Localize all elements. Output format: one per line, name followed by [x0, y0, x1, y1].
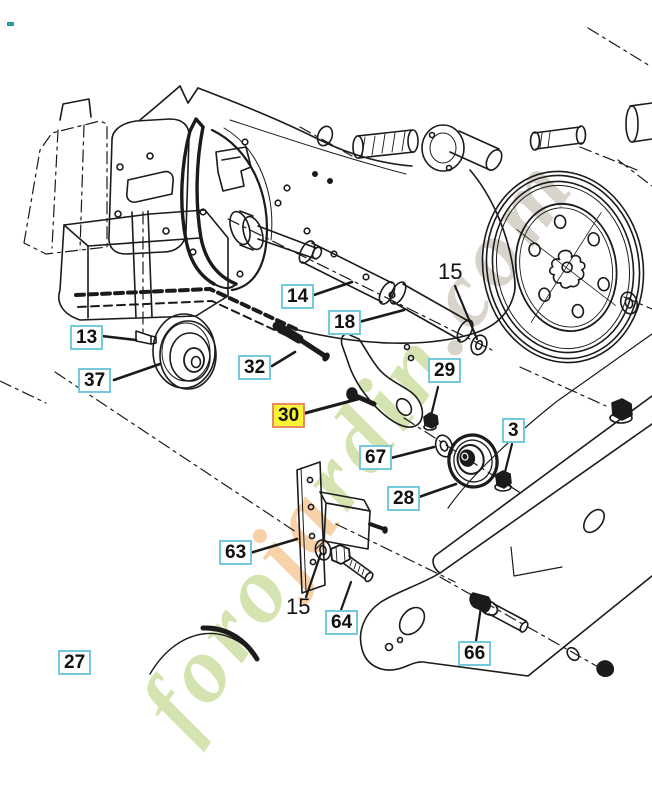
part-label-28[interactable]: 28: [387, 486, 421, 511]
artifact-mark: [7, 22, 14, 26]
drive-belt-lower: [76, 289, 298, 340]
part-label-63[interactable]: 63: [219, 540, 253, 565]
shaft-18: [387, 280, 476, 345]
part-label-67[interactable]: 67: [359, 445, 393, 470]
watermark: forojardin.com: [118, 135, 597, 754]
tine-tube: [531, 126, 586, 150]
pin-13: [136, 331, 156, 344]
part-label-32[interactable]: 32: [238, 355, 272, 380]
leader-lines: [102, 282, 512, 641]
bolt-66: [470, 593, 529, 633]
part-label-27[interactable]: 27: [58, 650, 92, 675]
nut-right-edge: [610, 399, 632, 423]
tension-arm: [342, 334, 423, 427]
bolt-64: [331, 545, 374, 583]
washer-15-top: [469, 333, 490, 357]
part-label-13[interactable]: 13: [70, 325, 104, 350]
belt-cover-plate: [109, 119, 189, 254]
part-label-15-bottom[interactable]: 15: [286, 594, 311, 619]
engine-assembly: [24, 99, 323, 260]
bolt-32: [277, 326, 330, 362]
bracket-63: [297, 462, 387, 593]
part-label-18[interactable]: 18: [328, 310, 362, 335]
part-label-3[interactable]: 3: [502, 418, 525, 443]
nut-3: [495, 471, 511, 491]
part-label-66[interactable]: 66: [458, 641, 492, 666]
part-label-14[interactable]: 14: [281, 284, 315, 309]
wheel-washer: [618, 290, 639, 315]
fuel-tank: [59, 210, 228, 320]
watermark-segment: ja: [228, 466, 364, 598]
axle-boss: [315, 124, 505, 173]
part-label-30-highlighted[interactable]: 30: [272, 403, 306, 428]
washer-66: [565, 645, 581, 662]
part-label-37[interactable]: 37: [78, 368, 112, 393]
idler-pulley-28: [444, 431, 502, 492]
watermark-segment: .com: [387, 135, 596, 371]
drive-belt: [182, 119, 236, 288]
cap-nut: [597, 661, 613, 676]
wheel: [468, 159, 652, 376]
watermark-segment: foro: [119, 537, 314, 753]
part-label-64[interactable]: 64: [325, 610, 359, 635]
part-label-15-top[interactable]: 15: [438, 259, 463, 284]
washer-67: [433, 433, 455, 459]
belt-27: [150, 628, 257, 674]
washer-15-bottom: [314, 539, 333, 562]
chassis-plate: [140, 86, 515, 343]
locknut-29: [424, 413, 438, 430]
pulley-37: [153, 314, 216, 389]
watermark-segment: rdin: [278, 310, 473, 526]
tube-right-edge: [626, 103, 652, 142]
part-label-29[interactable]: 29: [428, 358, 462, 383]
